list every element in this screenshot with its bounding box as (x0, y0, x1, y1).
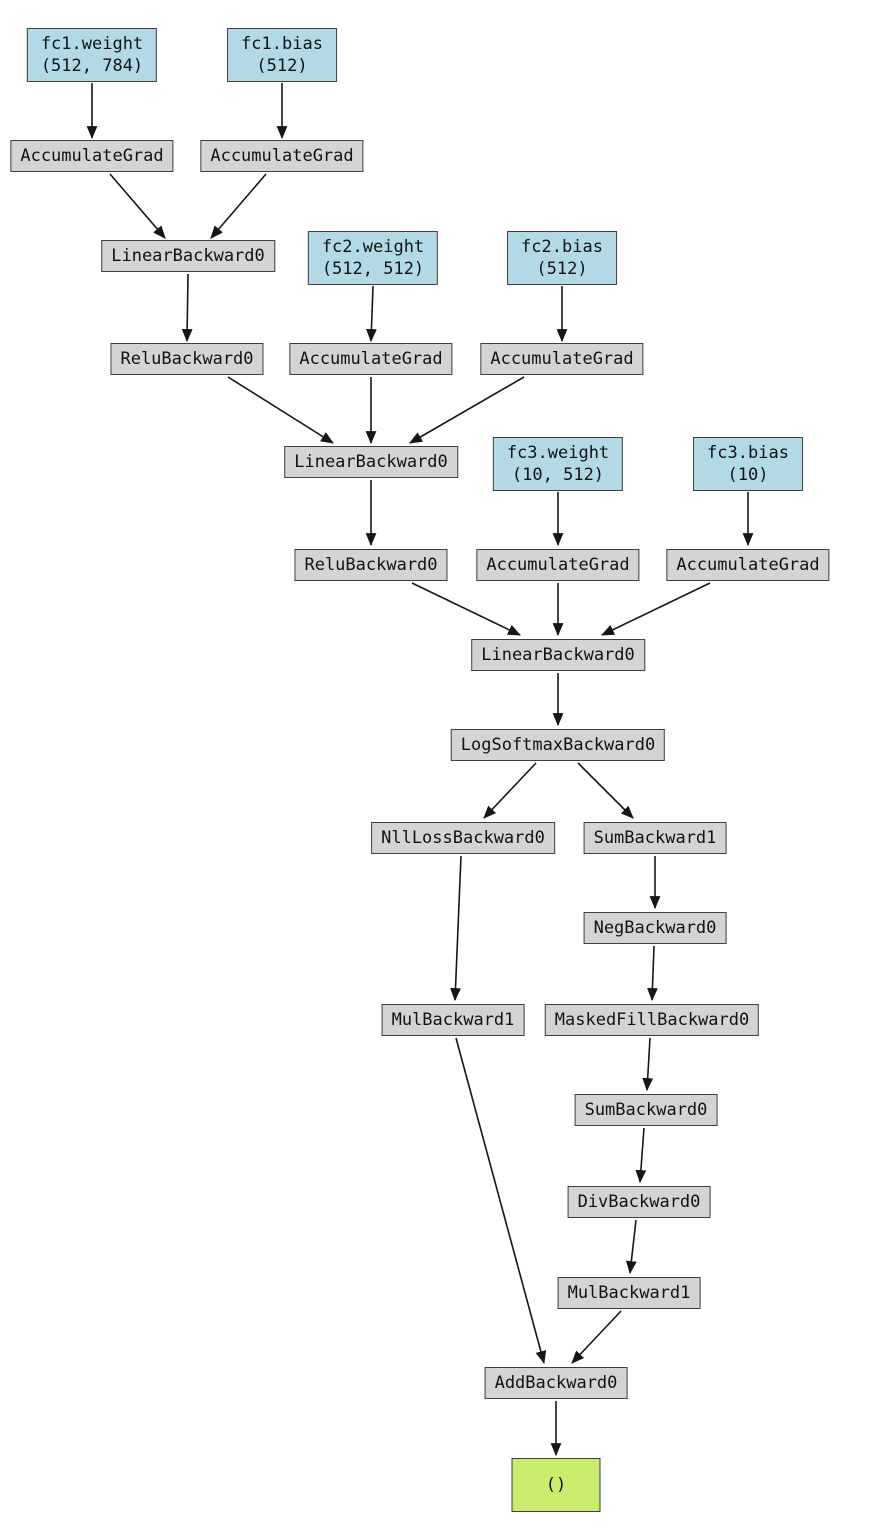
edge-sum0-div0 (635, 1127, 647, 1184)
node-relubackward0-2: ReluBackward0 (294, 549, 448, 581)
node-accumulategrad-fc3-bias: AccumulateGrad (666, 549, 830, 581)
edge-accgrad-linear1-a (109, 173, 166, 239)
edge-logsoftmax-sum1 (577, 762, 634, 819)
edge-accgrad-linear2-b (409, 376, 525, 444)
edge-mul2-add0 (571, 1310, 622, 1364)
edge-linear1-relu1 (181, 273, 193, 343)
edge-logsoftmax-nllloss (483, 762, 537, 819)
node-fc2-bias: fc2.bias (512) (507, 231, 617, 285)
node-accumulategrad-fc3-weight: AccumulateGrad (476, 549, 640, 581)
node-linearbackward0-1: LinearBackward0 (101, 240, 275, 272)
node-output-tensor: () (511, 1458, 601, 1512)
node-maskedfillbackward0: MaskedFillBackward0 (544, 1004, 760, 1036)
node-divbackward0: DivBackward0 (567, 1186, 711, 1218)
node-accumulategrad-fc1-weight: AccumulateGrad (10, 140, 174, 172)
node-fc3-weight: fc3.weight (10, 512) (492, 437, 624, 491)
edge-accgrad-linear3-b (601, 582, 711, 636)
node-negbackward0: NegBackward0 (583, 912, 727, 944)
node-accumulategrad-fc2-weight: AccumulateGrad (289, 343, 453, 375)
node-linearbackward0-2: LinearBackward0 (284, 446, 458, 478)
node-relubackward0-1: ReluBackward0 (110, 343, 264, 375)
edge-accgrad-linear1-b (210, 173, 267, 239)
node-sumbackward0: SumBackward0 (574, 1094, 718, 1126)
node-fc1-bias: fc1.bias (512) (227, 28, 337, 82)
node-logsoftmaxbackward0: LogSoftmaxBackward0 (450, 729, 666, 761)
edge-fc2weight-accgrad (366, 285, 377, 343)
edge-neg-maskedfill (647, 945, 658, 1002)
edge-relu2-linear3 (411, 582, 521, 636)
node-linearbackward0-3: LinearBackward0 (471, 639, 645, 671)
node-fc2-weight: fc2.weight (512, 512) (307, 231, 439, 285)
edge-div0-mul2 (625, 1219, 637, 1275)
node-accumulategrad-fc2-bias: AccumulateGrad (480, 343, 644, 375)
edge-maskedfill-sum0 (642, 1037, 654, 1092)
node-fc1-weight: fc1.weight (512, 784) (26, 28, 158, 82)
node-accumulategrad-fc1-bias: AccumulateGrad (200, 140, 364, 172)
edge-mul1-add0 (455, 1037, 547, 1365)
edge-relu1-linear2 (227, 376, 334, 444)
node-sumbackward1: SumBackward1 (583, 822, 727, 854)
node-nlllossbackward0: NllLossBackward0 (371, 822, 555, 854)
edge-nllloss-mul1 (450, 855, 462, 1002)
node-mulbackward1-1: MulBackward1 (381, 1004, 525, 1036)
node-fc3-bias: fc3.bias (10) (693, 437, 803, 491)
node-addbackward0: AddBackward0 (484, 1367, 628, 1399)
node-mulbackward1-2: MulBackward1 (557, 1277, 701, 1309)
